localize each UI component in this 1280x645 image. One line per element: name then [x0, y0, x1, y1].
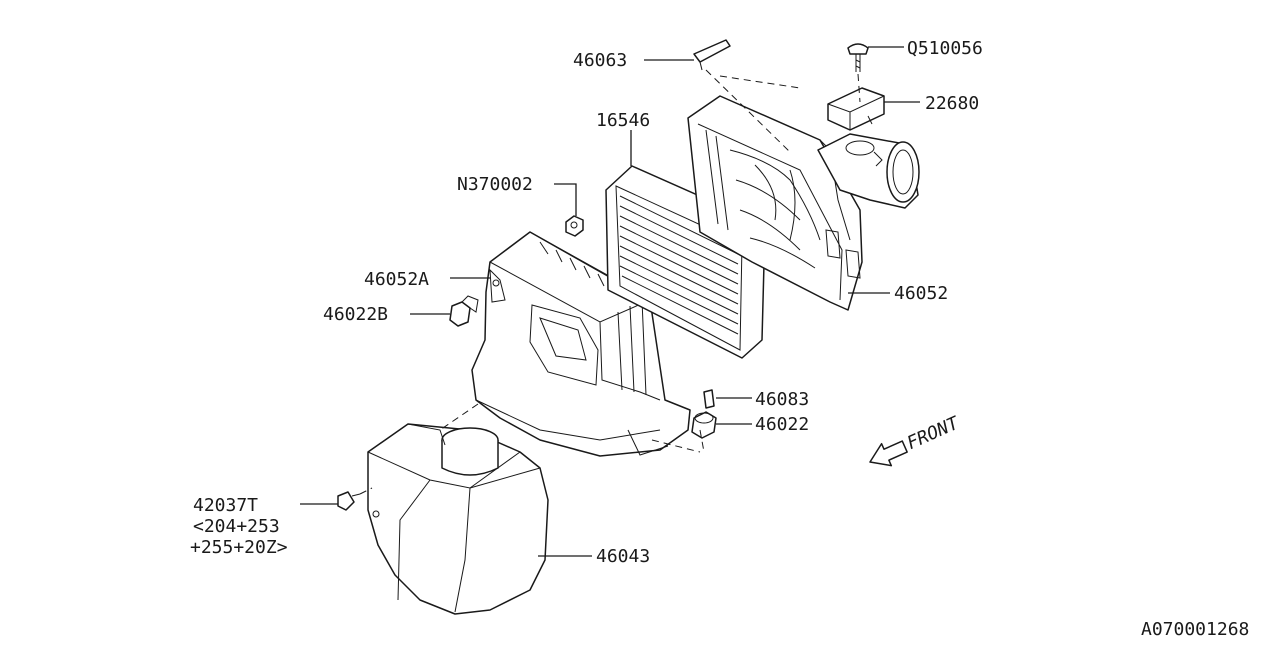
- intake-duct: [817, 133, 920, 209]
- sensor-22680: [827, 87, 885, 131]
- label-16546: 16546: [596, 110, 650, 131]
- clip-46022b: [449, 295, 479, 327]
- label-46022b: 46022B: [323, 304, 388, 325]
- front-direction-marker: FRONT: [869, 412, 963, 467]
- label-42037t: 42037T: [193, 495, 258, 516]
- leader-lines: [300, 46, 920, 557]
- clip-46063: [693, 39, 731, 71]
- resonator-46043: [367, 423, 549, 615]
- label-46022: 46022: [755, 414, 809, 435]
- nut-n370002: [565, 215, 584, 237]
- label-q510056: Q510056: [907, 38, 983, 59]
- label-22680: 22680: [925, 93, 979, 114]
- label-46052a: 46052A: [364, 269, 429, 290]
- lower-case-46052a: [471, 231, 691, 457]
- label-46083: 46083: [755, 389, 809, 410]
- label-42037t-note-2: +255+20Z>: [190, 537, 288, 558]
- label-42037t-note-1: <204+253: [193, 516, 280, 537]
- clip-42037t: [337, 491, 361, 511]
- bolt-q510056: [847, 43, 869, 72]
- front-label: FRONT: [904, 412, 963, 454]
- assembly-lines: [359, 69, 861, 495]
- pin-46083: [703, 389, 715, 409]
- label-46063: 46063: [573, 50, 627, 71]
- label-n370002: N370002: [457, 174, 533, 195]
- grommet-46022: [691, 411, 717, 439]
- label-46052: 46052: [894, 283, 948, 304]
- label-46043: 46043: [596, 546, 650, 567]
- diagram-code: A070001268: [1141, 619, 1249, 640]
